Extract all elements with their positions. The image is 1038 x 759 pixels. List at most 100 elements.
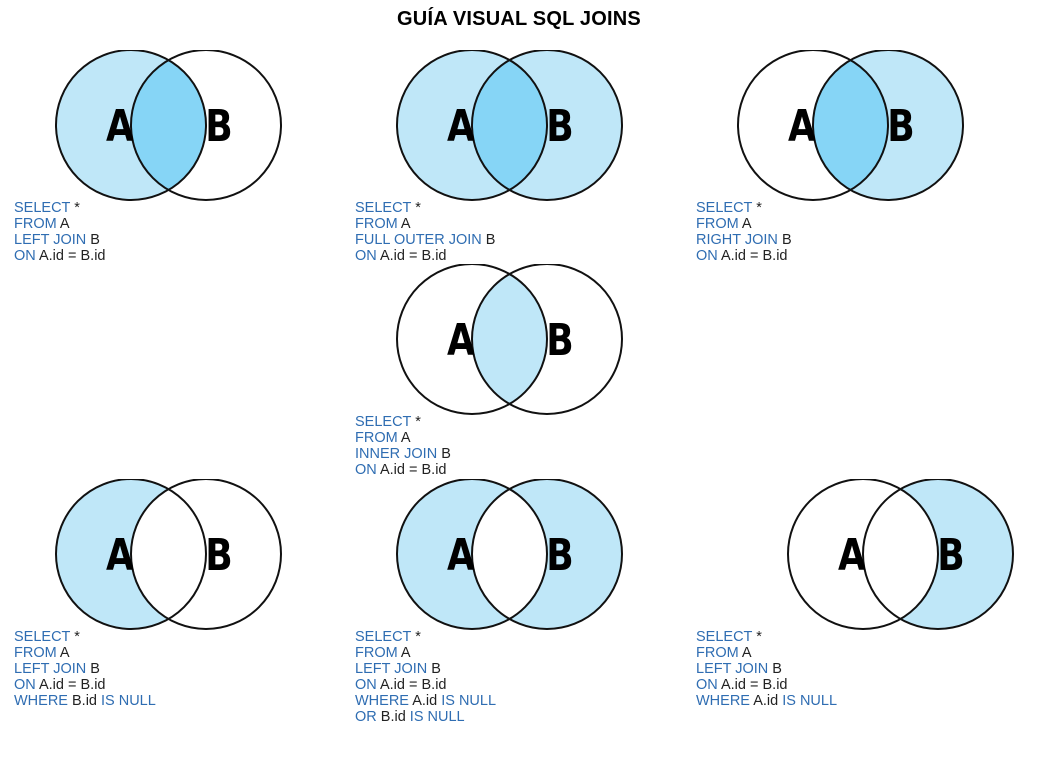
sql-text: *	[415, 414, 421, 430]
circle-a	[55, 50, 207, 201]
sql-line: INNER JOIN B	[355, 446, 451, 462]
sql-keyword: SELECT	[355, 414, 416, 430]
label-a: A	[447, 316, 475, 366]
sql-text: *	[756, 200, 762, 216]
sql-text: A.id	[412, 693, 442, 709]
sql-line: SELECT *	[14, 629, 156, 645]
sql-keyword: SELECT	[696, 629, 757, 645]
sql-keyword: FROM	[355, 216, 401, 232]
sql-line: FROM A	[355, 430, 451, 446]
sql-line: LEFT JOIN B	[14, 232, 105, 248]
sql-keyword: LEFT JOIN	[14, 232, 91, 248]
circle-b	[130, 479, 282, 630]
sql-keyword: ON	[355, 462, 380, 478]
sql-keyword: FROM	[355, 430, 401, 446]
circle-a	[55, 479, 207, 630]
circle-a	[737, 50, 889, 201]
circle-b	[862, 479, 1014, 630]
sql-text: B.id	[72, 693, 102, 709]
sql-line: SELECT *	[696, 629, 837, 645]
sql-keyword: FROM	[696, 216, 742, 232]
sql-line: SELECT *	[355, 414, 451, 430]
label-b: B	[937, 531, 964, 581]
sql-text: *	[415, 629, 421, 645]
sql-keyword: IS NULL	[409, 709, 465, 725]
sql-text: B	[485, 232, 496, 248]
sql-keyword: IS NULL	[782, 693, 838, 709]
sql-line: ON A.id = B.id	[355, 248, 495, 264]
sql-keyword: FROM	[14, 216, 60, 232]
sql-text: A.id = B.id	[38, 248, 106, 264]
sql-text: *	[74, 200, 80, 216]
sql-keyword: SELECT	[696, 200, 757, 216]
region-overlap	[131, 60, 206, 190]
page-title: GUÍA VISUAL SQL JOINS	[397, 8, 641, 30]
circle-b	[471, 479, 623, 630]
sql-line: FROM A	[14, 216, 105, 232]
sql-text: A.id	[753, 693, 783, 709]
label-b: B	[205, 531, 232, 581]
sql-line: SELECT *	[355, 200, 495, 216]
sql-line: ON A.id = B.id	[355, 462, 451, 478]
region-overlap	[863, 489, 938, 619]
circle-b	[130, 50, 282, 201]
label-a: A	[838, 531, 866, 581]
circle-a	[396, 479, 548, 630]
sql-text: A	[59, 645, 70, 661]
circle-a	[396, 50, 548, 201]
sql-line: WHERE A.id IS NULL	[696, 693, 837, 709]
sql-line: LEFT JOIN B	[696, 661, 837, 677]
label-a: A	[106, 102, 134, 152]
region-overlap	[813, 60, 888, 190]
sql-line: SELECT *	[14, 200, 105, 216]
sql-line: ON A.id = B.id	[696, 248, 792, 264]
sql-text: A.id = B.id	[720, 248, 788, 264]
sql-text: *	[74, 629, 80, 645]
sql-text: A	[400, 430, 411, 446]
sql-keyword: WHERE	[696, 693, 754, 709]
sql-line: FROM A	[696, 645, 837, 661]
sql-line: LEFT JOIN B	[355, 661, 496, 677]
circle-a	[396, 264, 548, 415]
sql-line: ON A.id = B.id	[696, 677, 837, 693]
sql-keyword: SELECT	[14, 200, 75, 216]
label-a: A	[447, 531, 475, 581]
sql-text: B	[772, 661, 782, 677]
sql-keyword: IS NULL	[441, 693, 497, 709]
sql-keyword: FROM	[696, 645, 742, 661]
sql-text: B	[90, 661, 100, 677]
sql-keyword: RIGHT JOIN	[696, 232, 782, 248]
sql-keyword: FROM	[14, 645, 60, 661]
sql-line: FROM A	[696, 216, 792, 232]
sql-line: RIGHT JOIN B	[696, 232, 792, 248]
sql-line: FROM A	[355, 645, 496, 661]
sql-text: B.id	[380, 709, 410, 725]
sql-keyword: ON	[14, 248, 39, 264]
sql-text: A.id = B.id	[38, 677, 106, 693]
sql-keyword: ON	[696, 677, 721, 693]
region-overlap	[472, 489, 547, 619]
sql-text: A	[59, 216, 70, 232]
sql-keyword: FROM	[355, 645, 401, 661]
sql-line: LEFT JOIN B	[14, 661, 156, 677]
sql-keyword: FULL OUTER JOIN	[355, 232, 486, 248]
label-b: B	[546, 531, 573, 581]
sql-text: A	[741, 645, 752, 661]
sql-keyword: LEFT JOIN	[696, 661, 773, 677]
sql-line: ON A.id = B.id	[355, 677, 496, 693]
sql-keyword: ON	[14, 677, 39, 693]
sql-keyword: LEFT JOIN	[14, 661, 91, 677]
